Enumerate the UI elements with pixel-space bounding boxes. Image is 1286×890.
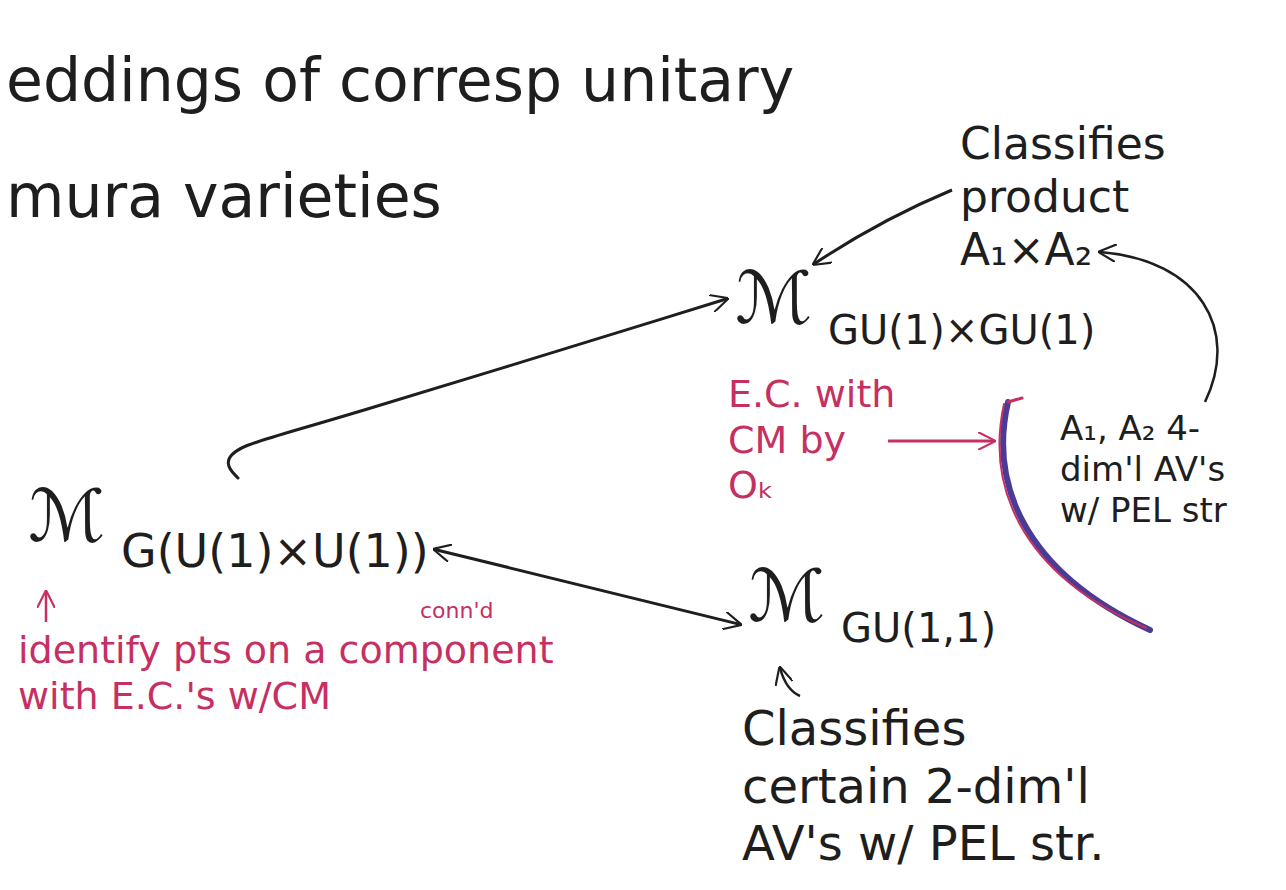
annotation-note: Classifies certain 2-dim'l AV's w/ PEL s… [742, 700, 1132, 873]
leader-arrow [780, 668, 800, 696]
moduli-space: ℳG(U(1)×U(1)) [28, 480, 429, 579]
heading-fragment: eddings of corresp unitary [6, 44, 794, 116]
annotation-note: E.C. with CM by Oₖ [728, 372, 903, 509]
leader-arrow [814, 190, 952, 264]
group-subscript: G(U(1)×U(1)) [121, 480, 429, 579]
moduli-symbol: ℳ [735, 262, 812, 334]
annotation-note: identify pts on a component with E.C.'s … [18, 628, 618, 719]
leader-arrow [1100, 252, 1217, 402]
group-subscript: GU(1,1) [841, 560, 996, 652]
moduli-symbol: ℳ [28, 480, 105, 552]
leader-arrow [888, 440, 994, 443]
insert-note: conn'd [420, 598, 493, 624]
heading-fragment: mura varieties [6, 160, 442, 232]
bracket-note: A₁, A₂ 4-dim'l AV's w/ PEL str [1060, 408, 1272, 530]
hooked-arrow [228, 299, 727, 478]
group-subscript: GU(1)×GU(1) [828, 262, 1095, 354]
bracket-tick [1008, 398, 1022, 402]
annotation-note: Classifies product A₁×A₂ [960, 118, 1260, 276]
moduli-space: ℳGU(1)×GU(1) [735, 262, 1095, 354]
leader-arrow [45, 592, 48, 622]
moduli-space: ℳGU(1,1) [748, 560, 996, 652]
moduli-symbol: ℳ [748, 560, 825, 632]
